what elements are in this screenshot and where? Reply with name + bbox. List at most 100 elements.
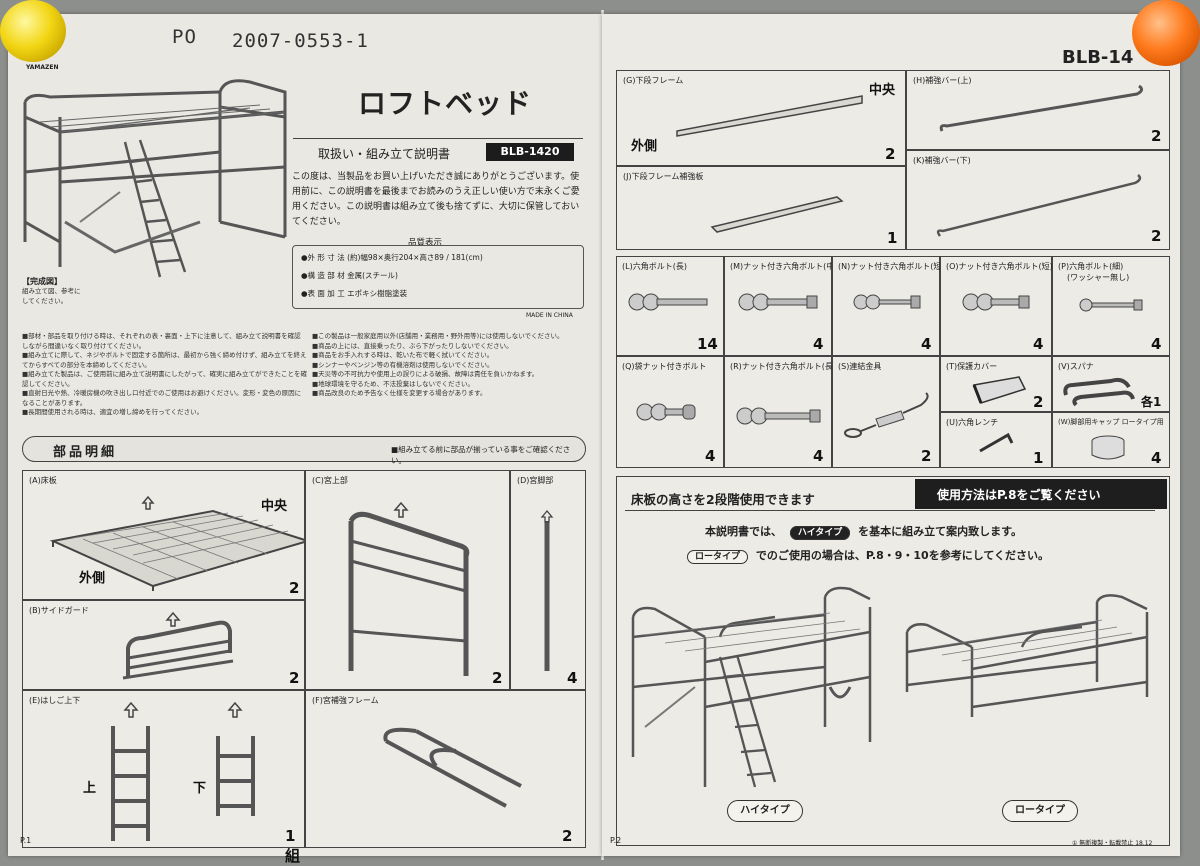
part-label: (W)脚部用キャップ ロータイプ用 (1058, 418, 1164, 426)
part-qty: 2 (921, 447, 932, 465)
usage-line-1: 本説明書では、 ハイタイプ を基本に組み立て案内致します。 (705, 523, 1022, 540)
note-item: ■部材・部品を取り付ける時は、それぞれの表・裏面・上下に注意して、組み立て説明書… (22, 332, 301, 350)
part-qty: 2 (1033, 393, 1044, 411)
hex-key-icon (979, 432, 1014, 453)
part-label: (L)六角ボルト(長) (622, 262, 687, 271)
part-qty: 2 (1151, 227, 1162, 245)
part-qty: 1組 (285, 827, 301, 865)
part-qty: 4 (1151, 449, 1162, 467)
usage-section: 床板の高さを2段階使用できます 使用方法はP.8をご覧ください 本説明書では、 … (616, 476, 1170, 846)
parts-heading-bar: 部品明細 ■組み立てる前に部品が揃っている事をご確認ください。 (22, 436, 586, 465)
outer-label: 外側 (79, 571, 106, 586)
leg-cap-icon (1091, 435, 1125, 460)
part-qty: 1 (887, 229, 898, 247)
part-qty: 4 (705, 447, 716, 465)
part-o-box: (O)ナット付き六角ボルト(短) 4 (940, 256, 1053, 356)
product-title: ロフトベッド (358, 87, 533, 120)
part-u-box: (U)六角レンチ 1 (940, 412, 1052, 468)
part-r-box: (R)ナット付き六角ボルト(長) 4 (724, 356, 836, 468)
part-label: (D)宮脚部 (517, 476, 554, 485)
part-label: (E)はしご上下 (29, 696, 81, 705)
bolt-nut-icon (962, 293, 1030, 311)
notes-left: ■部材・部品を取り付ける時は、それぞれの表・裏面・上下に注意して、組み立て説明書… (22, 332, 307, 418)
ladder-bottom-label: 下 (193, 781, 207, 796)
part-j-box: (J)下段フレーム補強板 1 (616, 166, 906, 250)
part-a-box: (A)床板 中央 外側 2 (22, 470, 312, 600)
note-item: ■組み立てに際して、ネジやボルトで固定する箇所は、最初から強く締め付けず、組み立… (22, 351, 307, 369)
note-item: ■商品をお手入れする時は、乾いた布で軽く拭いてください。 (312, 351, 494, 359)
thin-bolt-icon (1079, 298, 1143, 312)
part-k-box: (K)補強バー(下) 2 (906, 150, 1170, 250)
note-item: ■地球環境を守るため、不法投棄はしないでください。 (312, 379, 474, 388)
handwritten-po: PO (172, 26, 197, 48)
bolt-nut-icon (853, 294, 921, 310)
part-label: (M)ナット付き六角ボルト(中) (730, 262, 838, 271)
part-label: (C)宮上部 (312, 476, 348, 485)
quality-material: ●構 造 部 材 金属(スチール) (301, 271, 398, 280)
usage-right-title: 使用方法はP.8をご覧ください (915, 479, 1167, 509)
notes-right: ■この製品は一般家庭用以外(店舗用・業務用・野外用等)には使用しないでください。… (312, 332, 588, 399)
high-type-illustration (631, 586, 872, 788)
protective-cover-icon (972, 376, 1027, 404)
yellow-magnet (0, 0, 66, 62)
low-type-label: ロータイプ (1002, 800, 1078, 822)
part-label: (J)下段フレーム補強板 (623, 172, 704, 181)
quality-dimensions: ●外 形 寸 法 (約)幅98×奥行204×高さ89 / 181(cm) (301, 253, 483, 262)
brand-logo: YAMAZEN (26, 64, 59, 71)
part-b-box: (B)サイドガード 2 (22, 600, 305, 690)
part-label: (N)ナット付き六角ボルト(短・細) (838, 262, 961, 271)
line1-pre: 本説明書では、 (705, 525, 782, 538)
part-c-box: (C)宮上部 2 (305, 470, 510, 690)
part-qty: 14 (697, 335, 718, 353)
lower-brace-icon (936, 174, 1142, 237)
part-qty: 2 (289, 579, 300, 597)
page-number: P.1 (20, 836, 32, 845)
note-item: ■長期間使用される時は、適宜の増し締めを行ってください。 (22, 408, 204, 416)
part-w-box: (W)脚部用キャップ ロータイプ用 4 (1052, 412, 1170, 468)
cap-nut-bolt-icon (636, 403, 696, 421)
manual-page-1: PO 2007-0553-1 YAMAZEN 【完成図】 組み立て図、参考にして… (8, 14, 602, 865)
part-qty: 2 (562, 827, 573, 845)
model-heading: BLB-14 (1062, 47, 1134, 68)
part-label: (Q)袋ナット付きボルト (622, 362, 707, 371)
low-type-illustration (905, 594, 1149, 717)
part-label: (A)床板 (29, 476, 57, 485)
part-label: (R)ナット付き六角ボルト(長) (730, 362, 837, 371)
note-item: ■この製品は一般家庭用以外(店舗用・業務用・野外用等)には使用しないでください。 (312, 332, 564, 340)
bolt-nut-icon (738, 293, 818, 311)
part-l-box: (L)六角ボルト(長) 14 (616, 256, 724, 356)
note-item: ■組み立てた製品は、ご使用前に組み立て説明書にしたがって、確実に組み立てができた… (22, 370, 307, 388)
part-qty: 2 (492, 669, 503, 687)
part-qty: 1 (1033, 449, 1044, 467)
manual-subtitle: 取扱い・組み立て説明書 (318, 147, 451, 161)
copyright-footer: ① 無断複製・転載禁止 18.12 (1072, 840, 1153, 847)
high-type-pill: ハイタイプ (789, 526, 851, 540)
note-item: ■天災等の不可抗力や使用上の誤りによる破損、故障は責任を負いかねます。 (312, 370, 539, 378)
usage-line-2: ロータイプ でのご使用の場合は、P.8・9・10を参考にしてください。 (687, 547, 1049, 564)
part-qty: 4 (567, 669, 578, 687)
lower-frame-icon (676, 95, 863, 137)
note-item: ■シンナーやベンジン等の有機溶剤は使用しないでください。 (312, 360, 494, 369)
quality-title: 品質表示 (408, 238, 443, 248)
ladder-icon (111, 701, 255, 841)
leg-icon (540, 509, 554, 671)
part-q-box: (Q)袋ナット付きボルト 4 (616, 356, 724, 468)
loft-bed-illustration (23, 79, 287, 278)
part-qty: 4 (1033, 335, 1044, 353)
part-label: (S)連結金具 (838, 362, 882, 371)
usage-header: 床板の高さを2段階使用できます 使用方法はP.8をご覧ください (625, 479, 1167, 511)
note-item: ■商品の上には、直接乗ったり、ぶら下がったりしないでください。 (312, 341, 513, 350)
center-label: 中央 (869, 83, 896, 98)
headboard-icon (348, 501, 470, 676)
part-t-box: (T)保護カバー 2 (940, 356, 1052, 412)
turnbuckle-icon (844, 392, 929, 438)
complete-label: 【完成図】 (22, 277, 62, 286)
page-number: P.2 (610, 836, 622, 845)
floor-panel-icon (49, 495, 312, 591)
complete-note: 組み立て図、参考にしてください。 (22, 287, 81, 305)
part-label: (F)宮補強フレーム (312, 696, 379, 705)
part-label: (U)六角レンチ (946, 418, 999, 427)
part-qty: 4 (813, 447, 824, 465)
part-h-box: (H)補強バー(上) 2 (906, 70, 1170, 150)
note-item: ■商品改良のため予告なく仕様を変更する場合があります。 (312, 389, 487, 397)
